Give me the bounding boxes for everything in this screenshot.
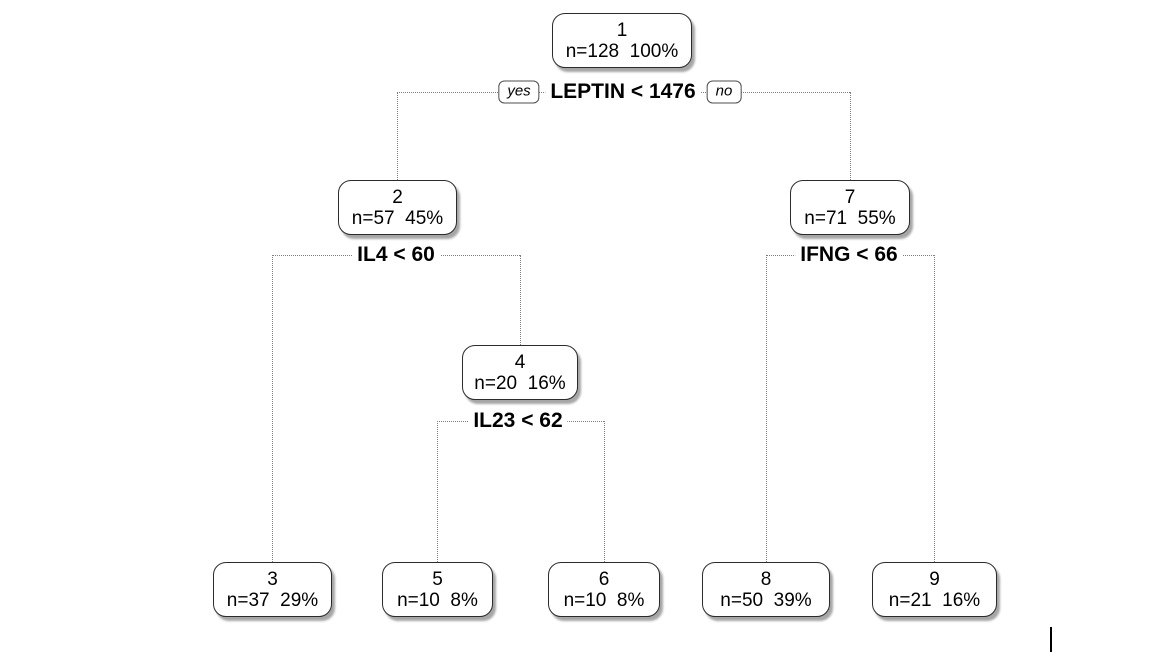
node-id: 5 [432,568,443,590]
branch-line-to-node-6 [604,421,605,562]
node-stats: n=21 16% [888,589,981,611]
branch-line-to-node-8 [766,255,767,562]
tree-node-7: 7 n=71 55% [790,180,910,235]
tree-node-8: 8 n=50 39% [702,562,830,617]
node-stats: n=10 8% [563,589,645,611]
node-stats: n=50 39% [720,589,812,611]
tree-node-2: 2 n=57 45% [338,180,457,235]
tree-node-9: 9 n=21 16% [872,562,997,617]
node-id: 7 [844,186,856,208]
node-id: 6 [598,568,610,590]
node-stats: n=20 16% [474,372,566,394]
node-stats: n=128 100% [565,40,679,62]
branch-line-to-node-2 [397,92,398,180]
node-id: 1 [616,19,628,41]
tree-node-5: 5 n=10 8% [382,562,493,617]
node-stats: n=37 29% [226,589,319,611]
node-stats: n=10 8% [397,589,478,611]
branch-line-to-node-4 [520,255,521,345]
yes-branch-badge: yes [498,80,540,104]
split-label-il4: IL4 < 60 [352,243,440,267]
branch-line-to-node-3 [272,255,273,562]
node-id: 2 [392,186,403,208]
branch-line-to-node-9 [934,255,935,562]
split-label-ifng: IFNG < 66 [795,243,903,267]
tree-node-4: 4 n=20 16% [462,345,578,400]
branch-line-to-node-5 [437,421,438,562]
node-id: 9 [929,568,940,590]
tree-node-6: 6 n=10 8% [548,562,660,617]
split-label-leptin: LEPTIN < 1476 [545,80,701,104]
split-label-il23: IL23 < 62 [468,409,568,433]
branch-line-to-node-7 [850,92,851,180]
node-id: 4 [514,351,526,373]
text-cursor-artifact [1050,627,1052,652]
node-id: 8 [760,568,772,590]
tree-node-3: 3 n=37 29% [213,562,332,617]
tree-node-1: 1 n=128 100% [552,13,692,68]
no-branch-badge: no [706,80,742,104]
node-id: 3 [267,568,278,590]
node-stats: n=71 55% [804,207,896,229]
node-stats: n=57 45% [351,207,444,229]
